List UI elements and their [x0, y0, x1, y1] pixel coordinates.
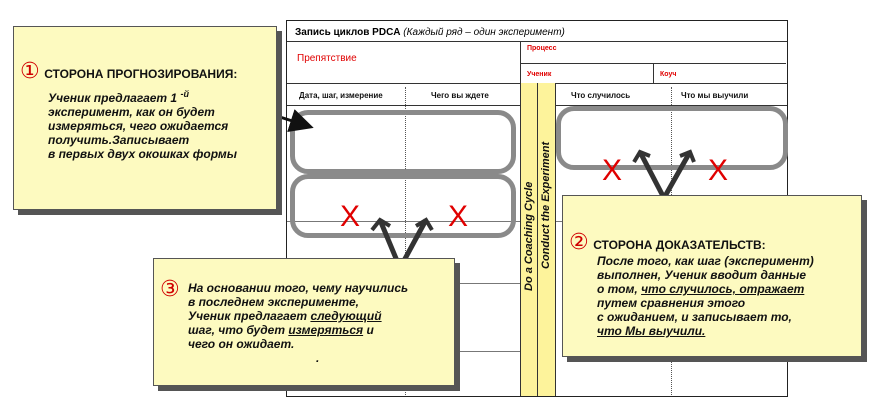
form-title: Запись циклов PDCA (Каждый ряд – один эк…	[295, 27, 565, 38]
callout2-line1: После того, как шаг (эксперимент)	[597, 254, 814, 268]
experiment-column	[537, 83, 556, 396]
x-mark-1: X	[340, 200, 361, 233]
callout1-line5: в первых двух окошках формы	[48, 147, 238, 161]
callout2-line3b: что случилось, отражает	[641, 282, 805, 296]
callout3-line3b: следующий	[310, 309, 382, 323]
col-header-happened: Что случилось	[571, 91, 631, 100]
title-divider	[287, 41, 787, 42]
form-title-bold: Запись циклов PDCA	[295, 27, 401, 38]
callout-next-step: ③ На основании того, чему научились в по…	[153, 258, 455, 386]
callout2-line2: выполнен, Ученик вводит данные	[597, 268, 807, 282]
callout-body-next-step: На основании того, чему научились в посл…	[188, 281, 408, 365]
callout3-line3a: Ученик предлагает	[188, 309, 308, 323]
arrowhead-icon-right	[414, 217, 434, 232]
callout1-line1: Ученик предлагает 1	[48, 91, 178, 105]
callout-number-3: ③	[160, 277, 180, 302]
arrowhead-icon-left-2	[632, 149, 651, 164]
coach-divider	[653, 63, 654, 83]
callout1-sup: -й	[180, 89, 189, 99]
callout3-line4c: и	[366, 323, 374, 337]
callout-prediction-side: ① СТОРОНА ПРОГНОЗИРОВАНИЯ: Ученик предла…	[13, 26, 277, 210]
v-arrow-icon-evidence	[637, 150, 693, 201]
header-divider-vertical	[520, 41, 521, 83]
x-mark-2: X	[448, 200, 469, 233]
callout2-line3a: о том,	[597, 282, 638, 296]
callout-title-prediction: СТОРОНА ПРОГНОЗИРОВАНИЯ:	[44, 67, 238, 81]
callout1-line3: измеряться, чего ожидается	[48, 119, 229, 133]
callout1-line2: эксперимент, как он будет	[48, 105, 215, 119]
learner-label: Ученик	[527, 71, 552, 78]
callout3-line6: .	[316, 351, 320, 365]
callout3-line4a: шаг, что будет	[188, 323, 285, 337]
dotted-separator-left	[405, 87, 406, 395]
callout-title-evidence: СТОРОНА ДОКАЗАТЕЛЬСТВ:	[593, 238, 766, 252]
row-line-1-left	[287, 221, 520, 222]
evidence-cells-highlight	[556, 106, 788, 170]
callout-number-1: ①	[20, 59, 40, 84]
next-step-cells-highlight	[290, 174, 516, 238]
callout3-line2: в последнем эксперименте,	[188, 295, 359, 309]
callout-number-2: ②	[569, 230, 589, 255]
col-header-expect: Чего вы ждете	[431, 91, 489, 100]
col-header-date: Дата, шаг, измерение	[299, 91, 383, 100]
callout-evidence-side: ② СТОРОНА ДОКАЗАТЕЛЬСТВ: После того, как…	[562, 195, 862, 357]
callout-body-prediction: Ученик предлагает 1 -й эксперимент, как …	[48, 87, 237, 161]
coach-label: Коуч	[660, 71, 677, 78]
obstacle-label: Препятствие	[297, 53, 357, 64]
callout2-line4: путем сравнения этого	[597, 296, 746, 310]
callout3-line1: На основании того, чему научились	[188, 281, 409, 295]
col-header-learned: Что мы выучили	[681, 91, 749, 100]
process-label: Процесс	[527, 45, 557, 52]
prediction-cells-highlight	[290, 110, 516, 174]
callout3-line4b: измеряться	[288, 323, 364, 337]
x-mark-4: X	[708, 154, 729, 187]
form-title-italic: (Каждый ряд – один эксперимент)	[403, 27, 565, 38]
col-header-line-left	[287, 105, 520, 106]
arrowhead-icon-left	[370, 217, 392, 232]
callout3-line5: чего он ожидает.	[188, 337, 295, 351]
x-mark-3: X	[602, 154, 623, 187]
callout1-line4: получить.Записывает	[48, 133, 190, 147]
callout2-line5: с ожиданием, и записывает то,	[597, 310, 792, 324]
arrowhead-icon-right-2	[679, 149, 696, 163]
callout2-line6: что Мы выучили.	[597, 324, 706, 338]
callout-body-evidence: После того, как шаг (эксперимент) выполн…	[597, 254, 814, 338]
